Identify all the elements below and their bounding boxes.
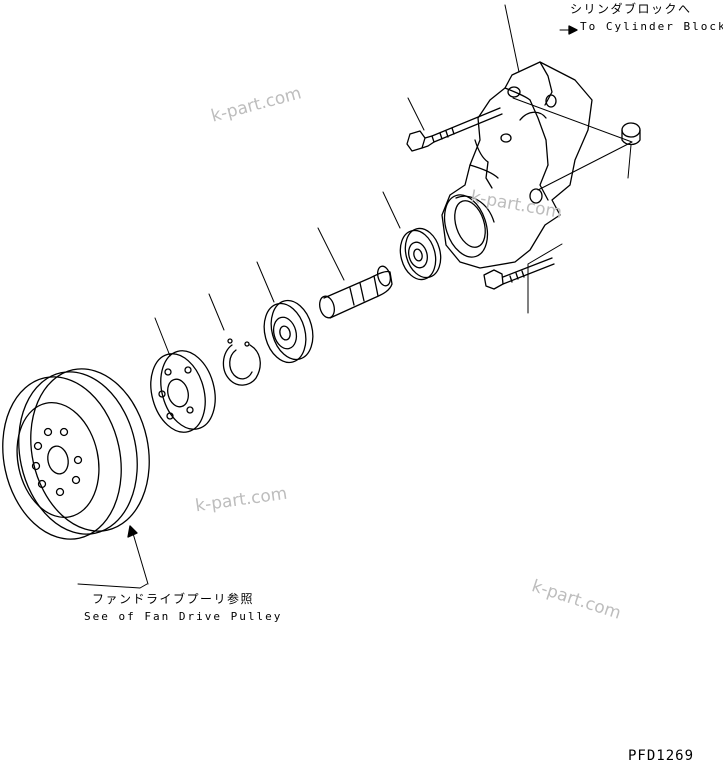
snap-ring <box>222 338 261 386</box>
fan-drive-pulley <box>2 368 150 540</box>
upper-bolt <box>406 107 503 152</box>
bearing-outer <box>399 227 442 281</box>
cylinder-block-label-en: To Cylinder Block <box>580 20 723 33</box>
drawing-code: PFD1269 <box>628 748 695 764</box>
arrowhead-pulley <box>127 525 138 538</box>
bracket-housing <box>441 61 593 269</box>
cylinder-block-label-jp: シリンダブロックへ <box>570 2 692 16</box>
lower-bolt <box>483 257 555 290</box>
shaft <box>319 265 393 319</box>
arrowhead-right <box>568 25 578 35</box>
fan-pulley-label-en: See of Fan Drive Pulley <box>84 610 283 623</box>
hub-flange <box>150 350 216 433</box>
leader-lines <box>77 4 633 589</box>
bearing-inner <box>263 299 314 364</box>
fan-pulley-label-jp: ファンドライブプーリ参照 <box>92 592 255 606</box>
